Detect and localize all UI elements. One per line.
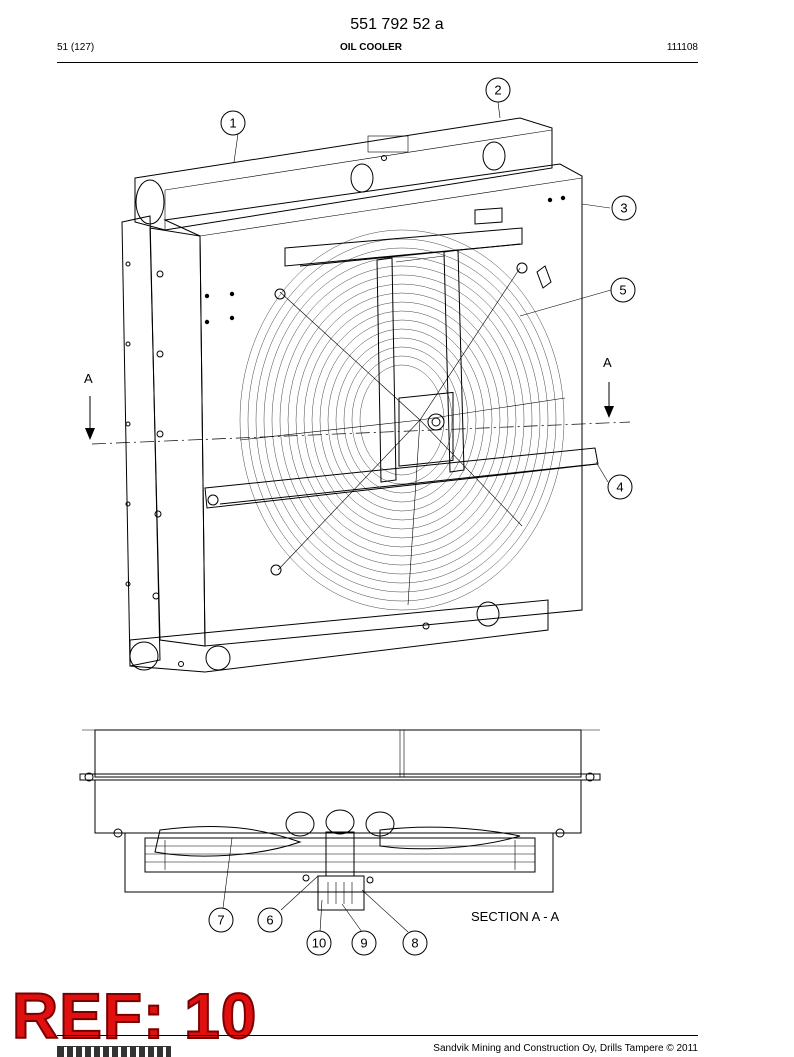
svg-text:7: 7 xyxy=(217,913,224,928)
section-label: SECTION A - A xyxy=(471,909,559,924)
callout-8: 8 xyxy=(402,930,428,956)
svg-text:4: 4 xyxy=(616,480,623,495)
svg-text:6: 6 xyxy=(266,913,273,928)
svg-text:10: 10 xyxy=(312,936,326,951)
callout-2: 2 xyxy=(485,77,511,103)
ref-stamp: REF: 10 xyxy=(11,980,258,1052)
fan-frame xyxy=(178,155,599,667)
callout-9: 9 xyxy=(351,930,377,956)
svg-text:9: 9 xyxy=(360,936,367,951)
date-code: 111108 xyxy=(666,42,698,53)
header-rule xyxy=(57,62,698,63)
callout-3: 3 xyxy=(611,195,637,221)
fan-guard xyxy=(239,229,566,611)
svg-text:5: 5 xyxy=(619,283,626,298)
section-mark-right: A xyxy=(603,355,612,370)
footer-rule xyxy=(57,1035,698,1036)
page-title: OIL COOLER xyxy=(339,42,403,53)
footer-copyright: Sandvik Mining and Construction Oy, Dril… xyxy=(433,1043,698,1054)
document-number: 551 792 52 a xyxy=(350,16,444,33)
callout-5: 5 xyxy=(610,277,636,303)
section-view xyxy=(79,729,601,933)
svg-text:1: 1 xyxy=(229,116,236,131)
svg-text:3: 3 xyxy=(620,201,627,216)
callout-7: 7 xyxy=(208,907,234,933)
svg-text:8: 8 xyxy=(411,936,418,951)
section-mark-left: A xyxy=(84,371,93,386)
cooler-front-view xyxy=(85,117,631,673)
callout-10: 10 xyxy=(306,930,332,956)
callout-6: 6 xyxy=(257,907,283,933)
callout-4: 4 xyxy=(607,474,633,500)
company-logo xyxy=(57,1046,171,1057)
page-number: 51 (127) xyxy=(57,42,95,53)
svg-text:2: 2 xyxy=(494,83,501,98)
callout-1: 1 xyxy=(220,110,246,136)
side-bolts xyxy=(125,195,566,600)
